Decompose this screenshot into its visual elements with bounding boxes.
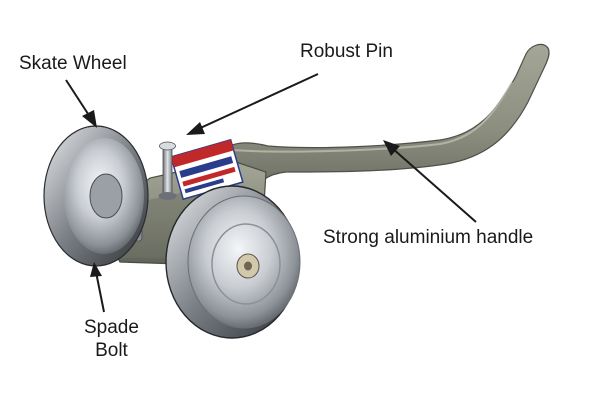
arrow-robust-pin (186, 73, 319, 135)
label-spade-bolt-line1: Spade (84, 317, 139, 338)
arrow-skate-wheel (65, 79, 97, 128)
robust-pin (158, 141, 177, 200)
skate-wheel-front (165, 185, 301, 339)
arrow-handle (383, 140, 477, 223)
label-skate-wheel: Skate Wheel (19, 53, 127, 74)
aluminium-handle (199, 43, 550, 215)
label-aluminium-handle: Strong aluminium handle (323, 227, 534, 248)
arrow-spade-bolt (90, 262, 105, 313)
label-spade-bolt-line2: Bolt (95, 340, 128, 361)
brand-label (170, 138, 244, 201)
label-robust-pin: Robust Pin (300, 41, 393, 62)
label-spade-bolt: Spade Bolt (84, 316, 139, 362)
skate-wheel-back (43, 125, 149, 267)
